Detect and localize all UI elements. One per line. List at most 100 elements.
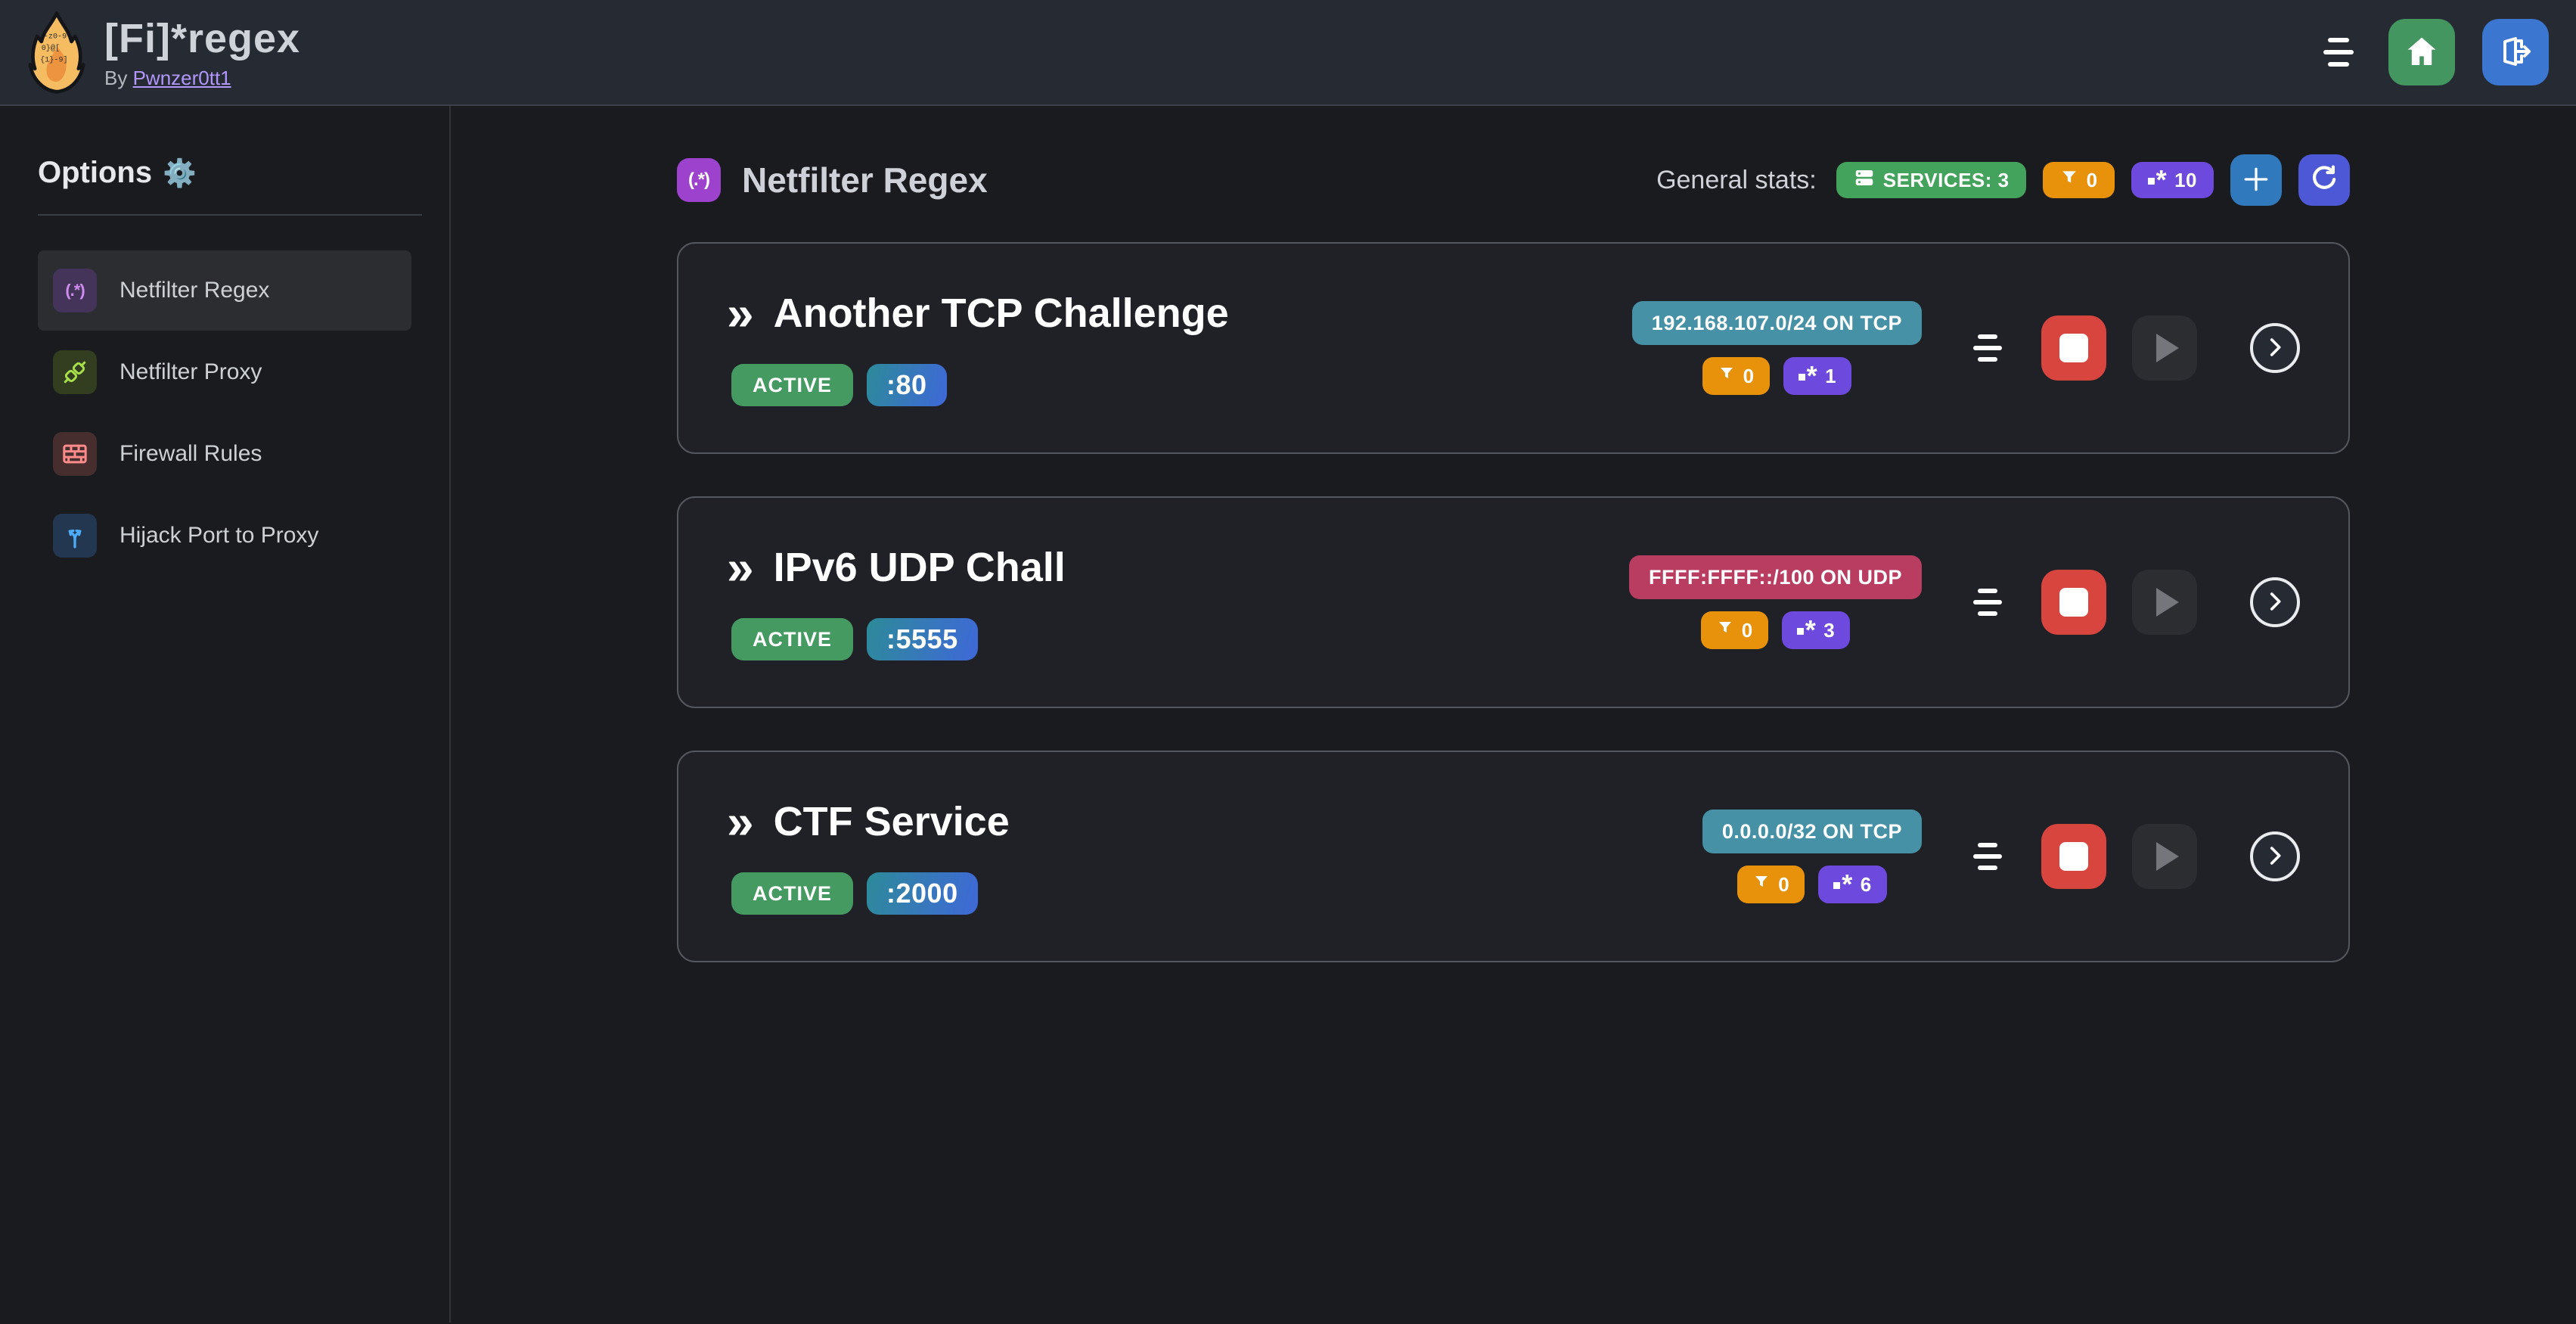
double-chevron-icon: » xyxy=(727,286,754,340)
chevron-right-icon xyxy=(2262,334,2288,362)
page-title: Netfilter Regex xyxy=(742,160,988,200)
sidebar-item-label: Netfilter Proxy xyxy=(119,359,262,384)
play-icon xyxy=(2156,842,2179,871)
service-title: CTF Service xyxy=(773,799,1010,844)
sidebar: Options ⚙️ (.*) Netfilter Regex xyxy=(0,106,451,1322)
play-button[interactable] xyxy=(2132,315,2197,381)
logout-icon xyxy=(2497,33,2534,72)
filtered-count-badge: 0 xyxy=(1737,866,1805,903)
play-button[interactable] xyxy=(2132,824,2197,889)
regex-count-badge: * 6 xyxy=(1818,866,1887,903)
port-badge: :2000 xyxy=(867,872,978,915)
stop-button[interactable] xyxy=(2041,824,2106,889)
funnel-icon xyxy=(1718,365,1736,388)
filtered-count-badge: 0 xyxy=(1700,611,1768,649)
service-card: » IPv6 UDP Chall ACTIVE :5555 FFFF:FFFF:… xyxy=(677,496,2350,708)
sidebar-heading: Options ⚙️ xyxy=(38,156,449,190)
port-badge: :80 xyxy=(867,364,947,406)
services-count-badge: SERVICES: 3 xyxy=(1836,162,2026,198)
plus-icon xyxy=(2239,163,2273,198)
by-label: By xyxy=(104,66,128,89)
play-icon xyxy=(2156,334,2179,362)
flame-logo: -z0-9 0}@[ {1}-9] xyxy=(27,10,86,95)
general-stats-label: General stats: xyxy=(1656,165,1817,194)
chevron-right-icon xyxy=(2262,589,2288,617)
filtered-count-badge: 0 xyxy=(1702,357,1770,395)
status-badge: ACTIVE xyxy=(731,872,854,915)
double-chevron-icon: » xyxy=(727,540,754,595)
stop-icon xyxy=(2059,334,2088,362)
regex-icon: * xyxy=(1833,871,1853,898)
svg-text:{1}-9]: {1}-9] xyxy=(40,55,67,64)
funnel-icon xyxy=(1716,619,1734,642)
cidr-badge: 192.168.107.0/24 ON TCP xyxy=(1631,301,1922,345)
home-icon xyxy=(2404,33,2440,72)
sidebar-item-netfilter-proxy[interactable]: Netfilter Proxy xyxy=(38,332,411,412)
sidebar-item-hijack-port[interactable]: Hijack Port to Proxy xyxy=(38,496,411,576)
firewall-icon xyxy=(53,432,97,476)
service-menu-icon[interactable] xyxy=(1966,835,2010,878)
author-link[interactable]: Pwnzer0tt1 xyxy=(132,66,231,89)
svg-text:-z0-9: -z0-9 xyxy=(44,33,67,41)
sidebar-divider xyxy=(38,214,422,216)
regex-icon: * xyxy=(2147,166,2168,194)
stop-button[interactable] xyxy=(2041,315,2106,381)
app-header: -z0-9 0}@[ {1}-9] [Fi]*regex By Pwnzer0t… xyxy=(0,0,2576,106)
chevron-right-icon xyxy=(2262,843,2288,871)
play-button[interactable] xyxy=(2132,570,2197,635)
service-title: Another TCP Challenge xyxy=(773,291,1229,336)
status-badge: ACTIVE xyxy=(731,364,854,406)
play-icon xyxy=(2156,588,2179,617)
plug-icon xyxy=(53,350,97,394)
options-label: Options xyxy=(38,156,153,189)
funnel-icon xyxy=(2059,168,2079,193)
sidebar-item-label: Firewall Rules xyxy=(119,441,262,466)
netfilter-regex-icon: (.*) xyxy=(677,158,721,202)
regex-icon: (.*) xyxy=(53,269,97,312)
regex-icon: * xyxy=(1798,362,1818,390)
logout-button[interactable] xyxy=(2482,19,2549,85)
regex-count-badge: * 1 xyxy=(1783,357,1852,395)
home-button[interactable] xyxy=(2388,19,2455,85)
open-service-button[interactable] xyxy=(2250,831,2300,881)
stop-button[interactable] xyxy=(2041,570,2106,635)
sidebar-item-netfilter-regex[interactable]: (.*) Netfilter Regex xyxy=(38,250,411,331)
app-title-block: [Fi]*regex By Pwnzer0tt1 xyxy=(104,15,300,90)
sidebar-item-label: Netfilter Regex xyxy=(119,278,270,303)
header-actions xyxy=(2316,19,2549,85)
double-chevron-icon: » xyxy=(727,794,754,849)
add-service-button[interactable] xyxy=(2230,154,2282,206)
menu-icon[interactable] xyxy=(2316,30,2361,74)
byline: By Pwnzer0tt1 xyxy=(104,67,300,90)
stop-icon xyxy=(2059,588,2088,617)
open-service-button[interactable] xyxy=(2250,323,2300,373)
refresh-icon xyxy=(2308,163,2340,197)
server-icon xyxy=(1853,166,1876,194)
service-card: » CTF Service ACTIVE :2000 0.0.0.0/32 ON… xyxy=(677,751,2350,962)
funnel-icon xyxy=(1752,873,1771,897)
regex-icon: * xyxy=(1796,617,1817,644)
app-title: [Fi]*regex xyxy=(104,15,301,61)
filtered-count-badge: 0 xyxy=(2042,162,2115,198)
sidebar-nav: (.*) Netfilter Regex Netfilter Proxy xyxy=(38,250,411,576)
service-menu-icon[interactable] xyxy=(1966,327,2010,369)
sidebar-item-label: Hijack Port to Proxy xyxy=(119,523,319,548)
sidebar-item-firewall-rules[interactable]: Firewall Rules xyxy=(38,414,411,494)
cidr-badge: 0.0.0.0/32 ON TCP xyxy=(1702,810,1922,853)
split-arrows-icon xyxy=(53,514,97,558)
main-content: (.*) Netfilter Regex General stats: SERV… xyxy=(451,106,2576,1322)
service-title: IPv6 UDP Chall xyxy=(773,545,1066,590)
cidr-badge: FFFF:FFFF::/100 ON UDP xyxy=(1629,555,1922,599)
regex-count-badge: * 3 xyxy=(1781,611,1851,649)
port-badge: :5555 xyxy=(867,618,978,660)
service-menu-icon[interactable] xyxy=(1966,581,2010,623)
refresh-button[interactable] xyxy=(2298,154,2350,206)
regex-count-badge: * 10 xyxy=(2131,162,2214,198)
gear-icon: ⚙️ xyxy=(163,157,197,188)
service-card: » Another TCP Challenge ACTIVE :80 192.1… xyxy=(677,242,2350,454)
open-service-button[interactable] xyxy=(2250,577,2300,627)
status-badge: ACTIVE xyxy=(731,618,854,660)
stop-icon xyxy=(2059,842,2088,871)
svg-text:0}@[: 0}@[ xyxy=(42,44,60,53)
page-head: (.*) Netfilter Regex General stats: SERV… xyxy=(677,154,2350,206)
